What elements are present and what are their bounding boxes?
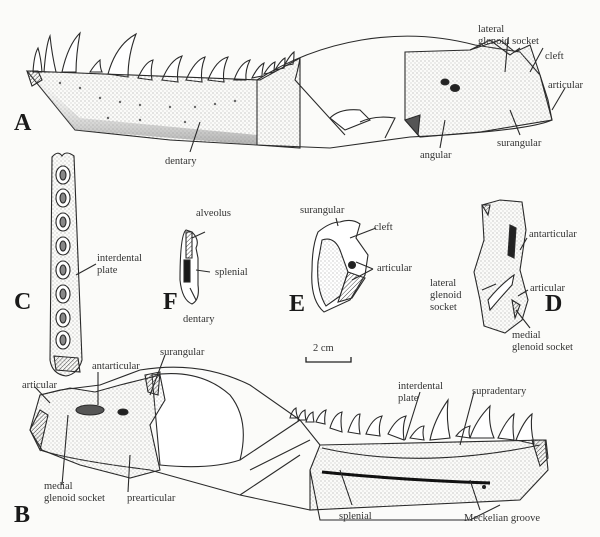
label-a-articular: articular bbox=[548, 80, 583, 91]
label-b-medial: medial bbox=[44, 481, 73, 492]
scale-bar bbox=[305, 357, 352, 363]
label-b-supradentary: supradentary bbox=[472, 386, 527, 397]
label-b-plate: plate bbox=[398, 393, 419, 404]
panel-label-c: C bbox=[14, 289, 32, 315]
scale-bar-label: 2 cm bbox=[313, 343, 334, 354]
label-a-cleft: cleft bbox=[545, 51, 564, 62]
panel-c-occlusal-view bbox=[49, 152, 97, 377]
label-b-surangular: surangular bbox=[160, 347, 205, 358]
panel-b-medial-view bbox=[29, 354, 549, 521]
label-b-interdental: interdental bbox=[398, 381, 443, 392]
label-d-medial: medial bbox=[512, 330, 541, 341]
label-a-glenoid-socket: glenoid socket bbox=[478, 36, 539, 47]
panel-a-lateral-view bbox=[25, 31, 566, 153]
label-b-glenoid-socket: glenoid socket bbox=[44, 493, 105, 504]
label-d-lateral: lateral bbox=[430, 278, 457, 289]
label-b-articular: articular bbox=[22, 380, 57, 391]
label-c-plate: plate bbox=[97, 265, 118, 276]
label-e-articular: articular bbox=[377, 263, 412, 274]
label-d-glenoid: glenoid bbox=[430, 290, 462, 301]
label-a-lateral: lateral bbox=[478, 24, 505, 35]
label-a-dentary: dentary bbox=[165, 156, 197, 167]
panel-label-a: A bbox=[14, 110, 32, 136]
foramina bbox=[58, 81, 237, 124]
panel-label-e: E bbox=[289, 291, 306, 317]
label-e-cleft: cleft bbox=[374, 222, 393, 233]
panel-e-posterior-view bbox=[311, 217, 377, 313]
label-b-antarticular: antarticular bbox=[92, 361, 140, 372]
label-f-dentary: dentary bbox=[183, 314, 215, 325]
label-d-glenoid-socket: glenoid socket bbox=[512, 342, 573, 353]
panel-label-d: D bbox=[545, 291, 563, 317]
label-d-articular: articular bbox=[530, 283, 565, 294]
teeth-a bbox=[32, 31, 295, 83]
label-b-splenial: splenial bbox=[339, 511, 372, 522]
label-a-surangular: surangular bbox=[497, 138, 542, 149]
label-f-splenial: splenial bbox=[215, 267, 248, 278]
label-b-prearticular: prearticular bbox=[127, 493, 176, 504]
label-f-alveolus: alveolus bbox=[196, 208, 231, 219]
panel-label-f: F bbox=[163, 289, 178, 315]
label-d-socket: socket bbox=[430, 302, 457, 313]
label-a-angular: angular bbox=[420, 150, 452, 161]
label-c-interdental: interdental bbox=[97, 253, 142, 264]
panel-f-cross-section bbox=[179, 229, 211, 305]
label-e-surangular: surangular bbox=[300, 205, 345, 216]
label-b-meckelian-groove: Meckelian groove bbox=[464, 513, 541, 524]
panel-d-posterior-view bbox=[473, 199, 531, 334]
label-d-antarticular: antarticular bbox=[529, 229, 577, 240]
teeth-b bbox=[289, 397, 535, 445]
panel-label-b: B bbox=[14, 502, 31, 528]
